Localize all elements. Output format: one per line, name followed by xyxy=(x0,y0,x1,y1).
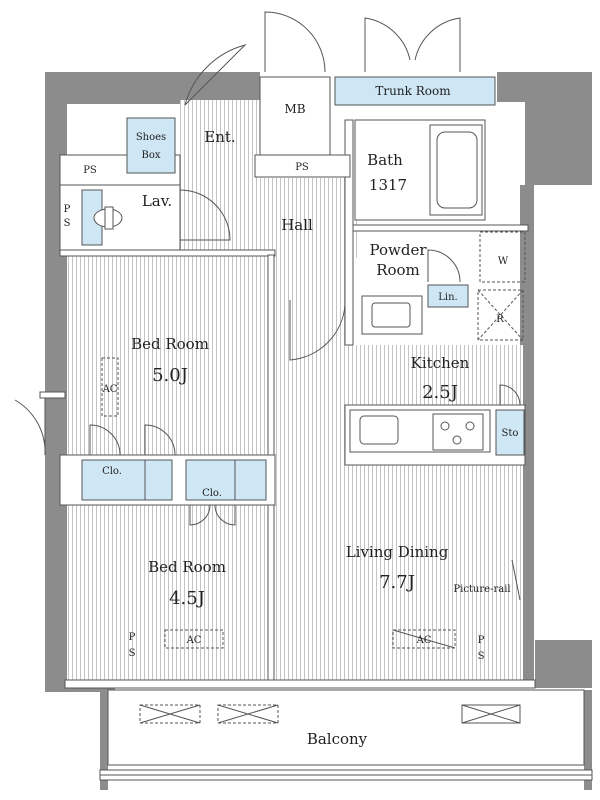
kitchen-size-label: 2.5J xyxy=(422,382,458,403)
entrance-area: Shoes Box Ent. PS PS xyxy=(83,117,309,176)
balcony: Balcony xyxy=(99,689,593,781)
fridge-label: R xyxy=(496,314,504,325)
closet-1-label: Clo. xyxy=(102,466,122,477)
bath: Bath 1317 xyxy=(354,119,486,221)
shoes-box-label-1: Shoes xyxy=(136,132,166,143)
storage-label: Sto xyxy=(502,428,519,439)
mb-closet: MB xyxy=(259,76,331,156)
bedroom-1-label: Bed Room xyxy=(131,335,209,353)
picture-rail-label: Picture-rail xyxy=(453,584,510,595)
closet-2-label: Clo. xyxy=(202,488,222,499)
kitchen-label: Kitchen xyxy=(411,354,470,372)
door-swings-top xyxy=(184,11,461,106)
bath-label: Bath xyxy=(367,151,403,169)
ps-bottom-right-label-2: S xyxy=(478,651,485,662)
linen-label: Lin. xyxy=(438,292,457,303)
bedroom-2-size-label: 4.5J xyxy=(169,588,205,609)
shoes-box-label-2: Box xyxy=(141,150,160,161)
ps-left-label-1: P xyxy=(64,204,71,215)
bath-size-label: 1317 xyxy=(369,176,407,194)
ac-ld-label: AC xyxy=(416,635,432,646)
bedroom-1: Bed Room 5.0J AC xyxy=(14,335,209,456)
washer-label: W xyxy=(498,256,509,267)
ps-bottom-left-label-2: S xyxy=(129,648,136,659)
ps-bottom-left-label-1: P xyxy=(129,632,136,643)
mb-label: MB xyxy=(284,102,305,116)
trunk-room-label: Trunk Room xyxy=(375,84,451,98)
powder-room-label-2: Room xyxy=(376,261,420,279)
trunk-room: Trunk Room xyxy=(334,76,496,106)
living-dining: Living Dining 7.7J Picture-rail AC P S xyxy=(346,543,521,662)
powder-room-label-1: Powder xyxy=(369,241,427,259)
hall-door-swing xyxy=(289,300,346,361)
bedroom-1-size-label: 5.0J xyxy=(152,365,188,386)
ps-left-label-2: S xyxy=(64,218,71,229)
kitchen: Kitchen 2.5J Sto xyxy=(349,354,525,456)
closets: Clo. Clo. xyxy=(81,459,267,526)
hall-label: Hall xyxy=(281,216,313,234)
ps-hall-label: PS xyxy=(295,162,309,173)
floor-areas xyxy=(67,100,523,685)
lavatory: Lav. P S xyxy=(64,189,231,246)
balcony-label: Balcony xyxy=(307,730,368,748)
lav-label: Lav. xyxy=(142,192,172,210)
living-dining-label: Living Dining xyxy=(346,543,449,561)
bedroom-2-label: Bed Room xyxy=(148,558,226,576)
bedroom-2: Bed Room 4.5J AC P S xyxy=(129,558,226,659)
entrance-label: Ent. xyxy=(204,128,235,146)
ps-bottom-right-label-1: P xyxy=(478,635,485,646)
ps-top-left-label: PS xyxy=(83,165,97,176)
ac-bed1-label: AC xyxy=(102,384,118,395)
living-dining-size-label: 7.7J xyxy=(379,572,415,593)
powder-room: Powder Room Lin. W R xyxy=(361,231,526,341)
ac-bed2-label: AC xyxy=(186,635,202,646)
